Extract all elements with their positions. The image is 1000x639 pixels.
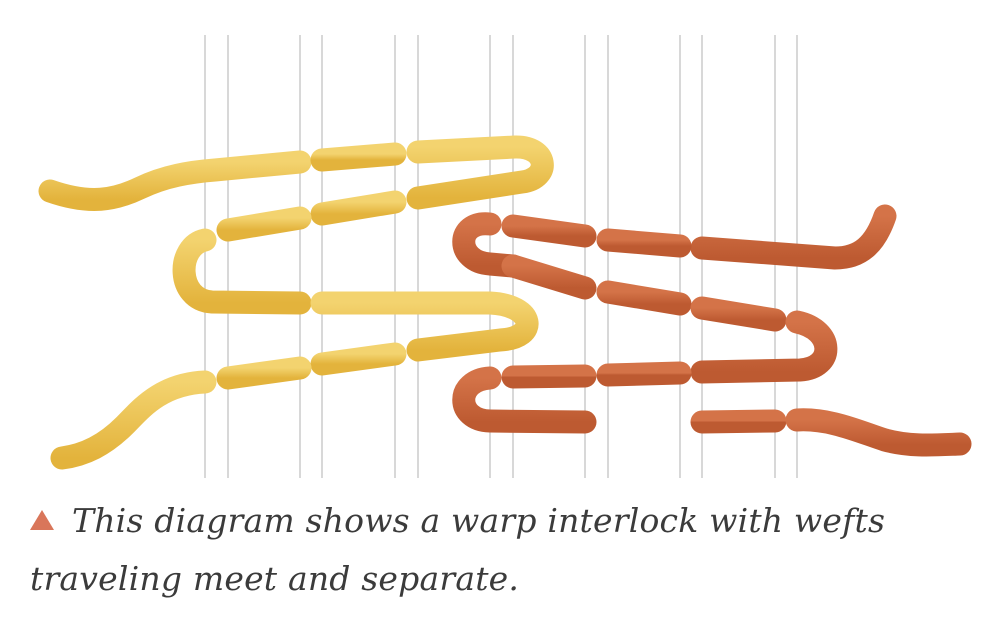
- weft-segment: [216, 206, 312, 242]
- weft-segment: [501, 254, 597, 300]
- weft-segment: [501, 214, 597, 248]
- weft-segment: [310, 291, 539, 362]
- weft-segment: [690, 204, 897, 270]
- caption-text: This diagram shows a warp interlock with…: [30, 501, 886, 598]
- warp-interlock-diagram: [38, 35, 972, 478]
- orange-weft: [452, 204, 972, 457]
- weft-segment: [216, 356, 312, 390]
- weft-segment: [596, 228, 692, 258]
- weft-segment: [501, 364, 597, 389]
- weft-segment: [310, 190, 407, 226]
- yellow-weft: [38, 135, 554, 470]
- weft-segment: [38, 150, 312, 211]
- weft-segment: [452, 366, 597, 434]
- weft-segment: [172, 228, 312, 315]
- weft-segment: [690, 409, 787, 434]
- weft-segment: [406, 135, 554, 210]
- weft-segment: [310, 142, 407, 172]
- weft-segment: [596, 280, 692, 316]
- weft-segment: [596, 361, 692, 387]
- weft-segment: [785, 408, 972, 457]
- weft-segment: [690, 310, 838, 384]
- weft-segment: [690, 296, 787, 332]
- figure-caption: This diagram shows a warp interlock with…: [30, 492, 980, 608]
- weft-segment: [50, 370, 217, 470]
- triangle-icon: [30, 510, 54, 530]
- weft-segment: [452, 212, 525, 278]
- weft-segment: [310, 342, 407, 376]
